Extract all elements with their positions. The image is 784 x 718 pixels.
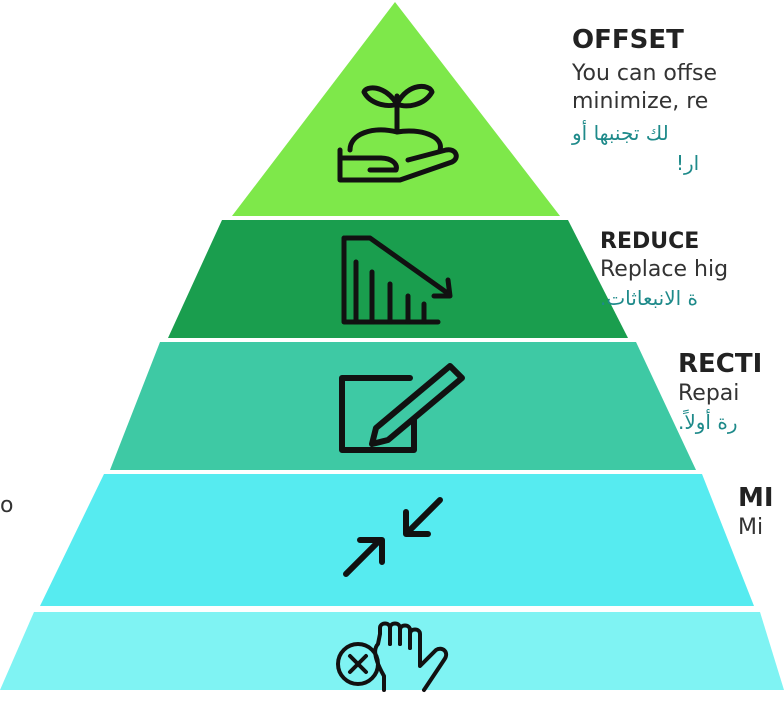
stop-hand-icon <box>336 621 449 692</box>
tier-offset-arabic-line-1: لك تجنبها أو <box>572 121 669 145</box>
tier-reduce-title: REDUCE <box>600 229 700 254</box>
tier-reduce-shape <box>168 220 628 338</box>
left-text-fragment: o <box>0 493 14 518</box>
minimize-arrows-icon <box>343 497 443 577</box>
tier-rectify-arabic-line-1: رة أولاً. <box>678 410 738 434</box>
tier-minimize-description-line-1: Mi <box>738 515 764 540</box>
tier-reduce-description-line-1: Replace hig <box>600 257 729 282</box>
declining-chart-icon <box>341 235 453 325</box>
tier-minimize-title: MI <box>738 483 774 513</box>
edit-pencil-icon <box>339 363 465 453</box>
tier-minimize-text: MI Mi <box>738 482 774 542</box>
tier-avoid-shape <box>0 612 784 690</box>
tier-offset-description-line-1: You can offse <box>572 61 718 86</box>
tier-offset-arabic-line-2: ار! <box>676 151 700 175</box>
tier-minimize-shape <box>40 474 754 606</box>
tier-rectify-text: RECTI Repai رة أولاً. <box>678 348 784 436</box>
tier-offset-title: OFFSET <box>572 25 684 55</box>
tier-rectify-title: RECTI <box>678 349 763 379</box>
tier-rectify-description-line-1: Repai <box>678 381 740 406</box>
plant-in-hand-icon <box>337 83 459 183</box>
tier-offset-description-line-2: minimize, re <box>572 89 709 114</box>
tier-offset-text: OFFSET You can offse minimize, re لك تجن… <box>572 24 784 178</box>
tier-reduce-arabic-line-1: ة الانبعاثات. <box>600 286 698 310</box>
tier-reduce-text: REDUCE Replace hig ة الانبعاثات. <box>600 228 784 312</box>
